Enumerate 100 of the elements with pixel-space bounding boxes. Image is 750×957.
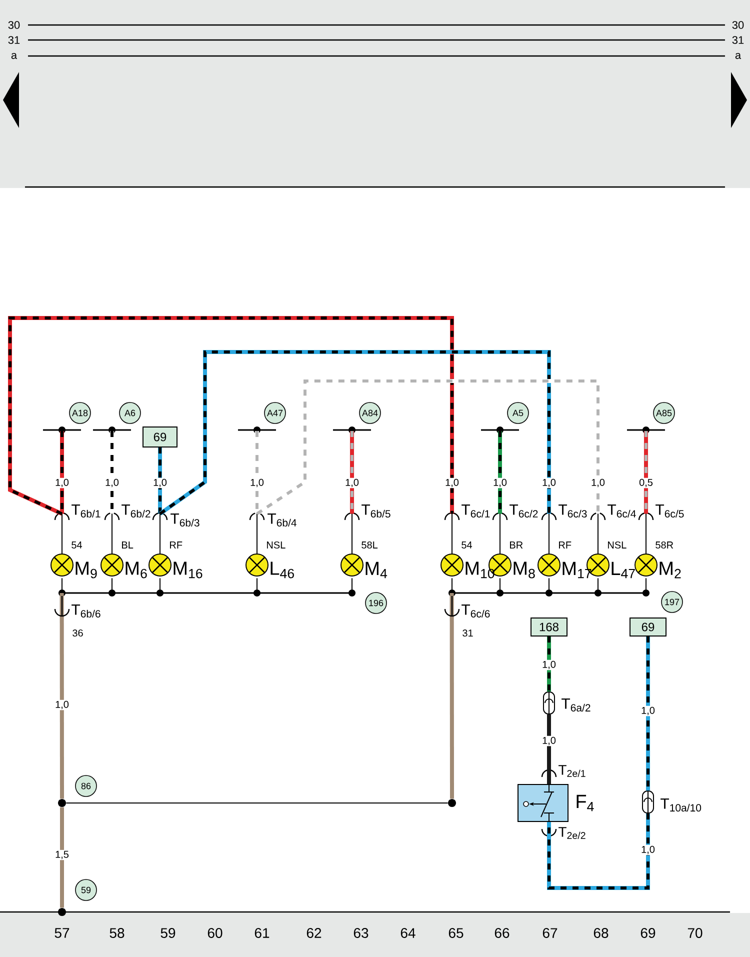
- wire: [60, 430, 64, 514]
- wire-size-label: 1,0: [640, 844, 656, 856]
- wire: [547, 636, 551, 692]
- wire-size-label: 1,0: [54, 700, 70, 710]
- terminal-label: RF: [559, 542, 572, 548]
- lamp-symbol: [634, 512, 658, 576]
- wire-size-label: 1,0: [249, 478, 265, 488]
- terminal-label: RF: [170, 542, 182, 548]
- grid-number: 58: [110, 928, 124, 938]
- terminal-label: BL: [122, 542, 134, 548]
- terminal-label: 36: [72, 629, 83, 637]
- grid-number: 66: [494, 928, 510, 938]
- terminal-label: 58L: [362, 541, 378, 549]
- connector-label: T$_{2e/2}$: [558, 827, 586, 839]
- connector-label: T$_{6b/1}$: [72, 504, 100, 518]
- grid-number: 61: [254, 928, 270, 938]
- grid-number: 68: [594, 928, 608, 938]
- terminal-label: BR: [510, 542, 523, 548]
- wire: [498, 430, 502, 514]
- connector-label: T$_{6b/2}$: [122, 504, 150, 518]
- grid-number: 63: [354, 928, 368, 938]
- wire: [60, 807, 64, 908]
- bus-line: [481, 426, 519, 434]
- wire: [646, 636, 650, 790]
- reference-box: 69: [630, 618, 666, 636]
- grid-number: 69: [640, 928, 656, 938]
- wire: [450, 593, 454, 799]
- connector-label: T$_{6a/2}$: [562, 698, 590, 712]
- bus-line: [448, 590, 650, 596]
- bus-line: [58, 590, 356, 596]
- wire-size-label: 1,0: [152, 478, 168, 488]
- wire: [255, 430, 259, 514]
- wire-size-label: 1,0: [492, 478, 508, 488]
- lamp-symbol: [246, 512, 268, 576]
- connector-label: T$_{2e/1}$: [558, 765, 586, 777]
- terminal-label: 58R: [656, 541, 674, 549]
- connector-symbol: [543, 692, 555, 714]
- junction-dot: [448, 799, 456, 807]
- connector-label: T$_{6c/1}$: [462, 504, 490, 518]
- wire: [8, 316, 454, 516]
- wire-size-label: 1,0: [444, 478, 460, 488]
- wire-size-label: 1,0: [640, 706, 656, 716]
- wire-size-label: 1,0: [54, 478, 70, 488]
- lamp-symbol: [340, 512, 364, 576]
- wire: [66, 802, 448, 804]
- wire-size-label: 1,5: [54, 850, 70, 860]
- bus-line: [93, 426, 131, 434]
- connector-label: T$_{6c/6}$: [462, 604, 490, 618]
- wire-size-label: 1,0: [344, 478, 360, 488]
- wire: [644, 430, 648, 514]
- connector-label: T$_{6b/5}$: [362, 504, 390, 518]
- wire-size-label: 1,0: [541, 660, 557, 670]
- bus-line: [43, 426, 81, 434]
- bus-label: a: [735, 53, 742, 60]
- wire: [256, 578, 258, 593]
- junction-dot: [58, 908, 66, 916]
- bus-line: [333, 426, 371, 434]
- connector-label: T$_{6c/3}$: [558, 504, 587, 518]
- wire: [350, 430, 354, 514]
- junction-dot: [58, 799, 66, 807]
- lamp-label: M$_{9}$: [76, 562, 97, 578]
- wire-size-label: 1,0: [104, 478, 120, 488]
- reference-box: 168: [530, 618, 568, 636]
- grid-number: 67: [542, 928, 558, 938]
- terminal-label: 54: [462, 542, 472, 548]
- wire: [548, 578, 550, 593]
- wire: [256, 379, 600, 516]
- lamp-symbol: [50, 512, 74, 576]
- connector-symbol: [642, 790, 654, 814]
- bus-label: 31: [8, 36, 20, 44]
- bus-label: a: [11, 53, 18, 60]
- lamp-symbol: [440, 512, 464, 576]
- lamp-label: M$_{16}$: [174, 562, 202, 578]
- wire-size-label: 1,0: [541, 478, 557, 488]
- reference-box: 69: [142, 426, 178, 448]
- lamp-symbol: [148, 512, 172, 576]
- lamp-label: M$_{17}$: [562, 562, 592, 578]
- bus-line: [627, 426, 665, 434]
- terminal-label: 31: [462, 629, 473, 637]
- lamp-label: M$_{8}$: [514, 562, 535, 578]
- connector-label: T$_{10a/10}$: [660, 798, 702, 812]
- wire-size-label: 1,0: [541, 736, 557, 746]
- connector-label: T$_{6c/4}$: [608, 504, 636, 518]
- grid-number: 59: [160, 928, 176, 938]
- grid-number: 60: [208, 928, 222, 938]
- terminal-label: NSL: [608, 541, 626, 549]
- connector-label: T$_{6c/2}$: [510, 504, 538, 518]
- bus-label: 30: [8, 21, 20, 29]
- wire: [60, 593, 64, 799]
- grid-number: 65: [448, 928, 464, 938]
- bus-label: 30: [732, 21, 744, 29]
- grid-number: 70: [688, 928, 702, 938]
- wire: [158, 350, 551, 516]
- lamp-label: M$_{2}$: [660, 562, 681, 578]
- lamp-label: L$_{46}$: [270, 562, 294, 578]
- connector-label: T$_{6c/5}$: [656, 504, 684, 518]
- grid-number: 62: [306, 928, 322, 938]
- lamp-symbol: [538, 512, 560, 576]
- wire-size-label: 0,5: [638, 478, 654, 488]
- switch-label: F$_{4}$: [576, 794, 594, 812]
